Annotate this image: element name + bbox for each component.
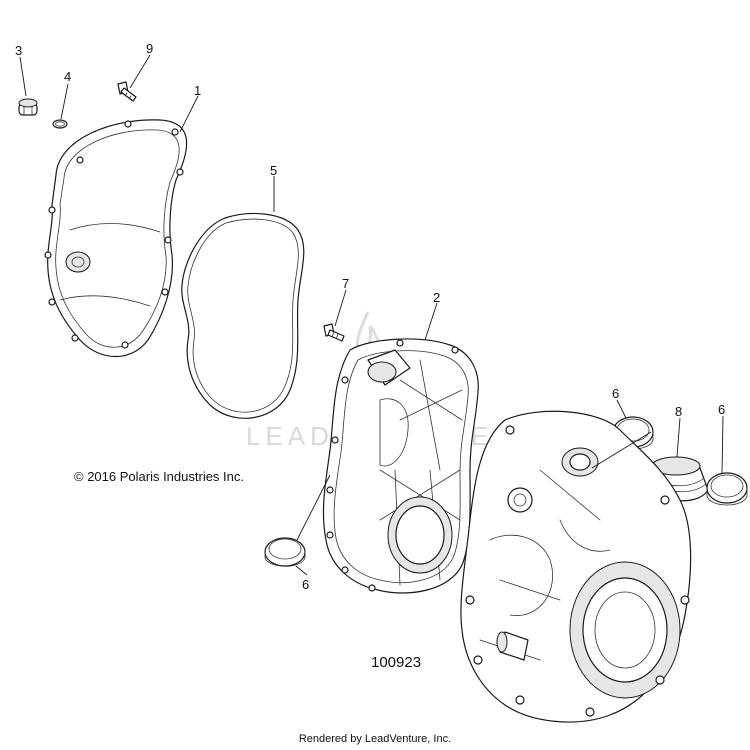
diagram-number: 100923 [371,654,422,671]
part-1-outer-cover [44,119,188,358]
callout-6-right: 6 [718,402,725,417]
engine-case-bosses [465,425,690,717]
engine-output-shaft [496,631,529,661]
callout-8: 8 [675,404,682,419]
callout-9: 9 [146,41,153,56]
part-2-bolt-bosses [326,339,459,592]
part-4-o-ring [52,119,68,129]
callout-6-middle: 6 [612,386,619,401]
part-2-inner-cover [322,338,479,594]
copyright-text: © 2016 Polaris Industries Inc. [74,469,244,484]
callout-5: 5 [270,163,277,178]
part-6-clamp-right [706,472,748,506]
callout-3: 3 [15,43,22,58]
part-3-plug [18,98,38,116]
footer-credit: Rendered by LeadVenture, Inc. [298,733,452,745]
callout-1: 1 [194,83,201,98]
callout-7: 7 [342,276,349,291]
part-6-clamp-left [264,537,306,567]
part-1-bolt-bosses [44,120,184,349]
engine-case [460,410,692,723]
leader-lines [19,54,724,576]
callout-2: 2 [433,290,440,305]
callout-4: 4 [64,69,71,84]
part-9-bolt [117,81,137,102]
part-7-bolt [323,323,345,342]
part-5-seal [181,212,305,419]
callouts: 3 4 9 1 5 7 2 6 8 6 6 [15,41,725,592]
callout-6-left: 6 [302,577,309,592]
part-2-intake-duct [367,349,411,386]
